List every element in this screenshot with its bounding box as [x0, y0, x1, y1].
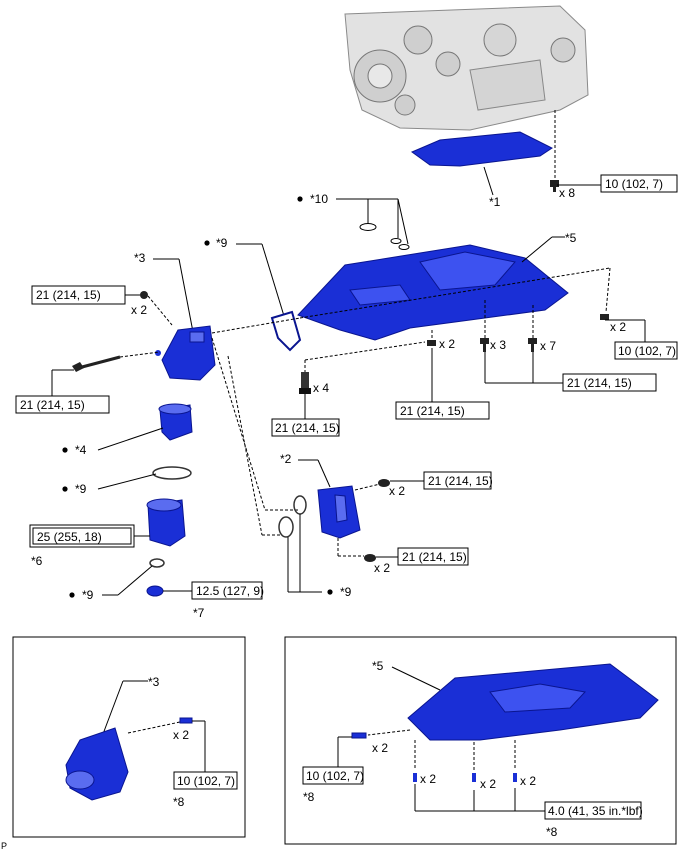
qty-x2-f: x 2: [173, 728, 189, 742]
part-3-filter-bracket-inset: [65, 727, 129, 801]
bolt-icon: [299, 372, 311, 394]
torque-box-6: 21 (214, 15): [567, 376, 632, 390]
torque-box-7: 21 (214, 15): [275, 421, 340, 435]
torque-box-9: 12.5 (127, 9): [196, 584, 264, 598]
part-4-oil-filter-element: [158, 403, 193, 441]
part-5-oil-pan-inset: [407, 663, 659, 741]
qty-x2-g: x 2: [372, 741, 388, 755]
torque-box-3: 21 (214, 15): [20, 398, 85, 412]
bolt-icon: [600, 314, 609, 320]
bolt-icon: [179, 717, 193, 724]
bolt-icon: [528, 338, 537, 352]
callout-10: *10: [310, 192, 328, 206]
callout-9-a: *9: [216, 236, 228, 250]
bullet-dot: [297, 196, 303, 202]
qty-x2-i: x 2: [480, 777, 496, 791]
torque-box-2: 21 (214, 15): [36, 288, 101, 302]
bullet-dot: [69, 592, 75, 598]
callout-8-b: *8: [303, 790, 315, 804]
callout-7: *7: [193, 606, 205, 620]
qty-x7: x 7: [540, 339, 556, 353]
torque-box-13: 10 (102, 7): [306, 769, 364, 783]
part-2-adapter: [317, 485, 361, 539]
bolt-icon: [378, 479, 390, 487]
bolt-icon: [480, 338, 489, 352]
torque-box-8: 25 (255, 18): [37, 530, 102, 544]
bolt-icon: [351, 732, 367, 739]
torque-box-11: 21 (214, 15): [402, 550, 467, 564]
callout-8-a: *8: [173, 795, 185, 809]
qty-x2-e: x 2: [374, 561, 390, 575]
qty-x2-a: x 2: [131, 303, 147, 317]
bolt-icon: [427, 340, 436, 346]
qty-x2-c: x 2: [439, 337, 455, 351]
engine-block: [344, 5, 589, 131]
callout-2: *2: [280, 452, 292, 466]
qty-x2-d: x 2: [389, 484, 405, 498]
bullet-dot: [204, 240, 210, 246]
callout-8-c: *8: [546, 825, 558, 839]
callout-5: *5: [565, 231, 577, 245]
qty-x2-b: x 2: [610, 320, 626, 334]
qty-x3: x 3: [490, 338, 506, 352]
qty-x2-h: x 2: [420, 772, 436, 786]
qty-x4: x 4: [313, 381, 329, 395]
callout-1: *1: [489, 195, 501, 209]
part-6-oil-filter-cap: [146, 498, 186, 547]
callout-5-b: *5: [372, 659, 384, 673]
part-3-filter-bracket: [161, 325, 216, 381]
callout-3-b: *3: [148, 675, 160, 689]
long-bolt-icon: [72, 355, 121, 372]
torque-box-1: 10 (102, 7): [605, 177, 663, 191]
callout-4: *4: [75, 443, 87, 457]
bullet-dot: [62, 486, 68, 492]
bolt-icon: [364, 554, 376, 562]
qty-x2-j: x 2: [520, 774, 536, 788]
bullet-dot: [62, 447, 68, 453]
callout-6: *6: [31, 554, 43, 568]
part-5-oil-pan: [297, 244, 569, 341]
torque-box-4: 10 (102, 7): [618, 344, 676, 358]
inset-panel-left: [12, 636, 246, 838]
bolt-icon: [550, 180, 559, 192]
inset-panel-right: [284, 636, 677, 845]
torque-box-10: 21 (214, 15): [428, 474, 493, 488]
callout-9-d: *9: [340, 585, 352, 599]
callout-9-c: *9: [82, 588, 94, 602]
torque-box-12: 10 (102, 7): [177, 774, 235, 788]
qty-x8: x 8: [559, 186, 575, 200]
part-7-drain-plug: [146, 585, 164, 597]
part-1-cover: [410, 131, 553, 167]
corner-mark: P: [1, 841, 7, 851]
bolt-icon: [140, 291, 148, 299]
callout-9-b: *9: [75, 482, 87, 496]
bullet-dot: [327, 589, 333, 595]
torque-box-14: 4.0 (41, 35 in.*lbf): [548, 804, 643, 818]
callout-3-a: *3: [134, 251, 146, 265]
torque-box-5: 21 (214, 15): [400, 404, 465, 418]
